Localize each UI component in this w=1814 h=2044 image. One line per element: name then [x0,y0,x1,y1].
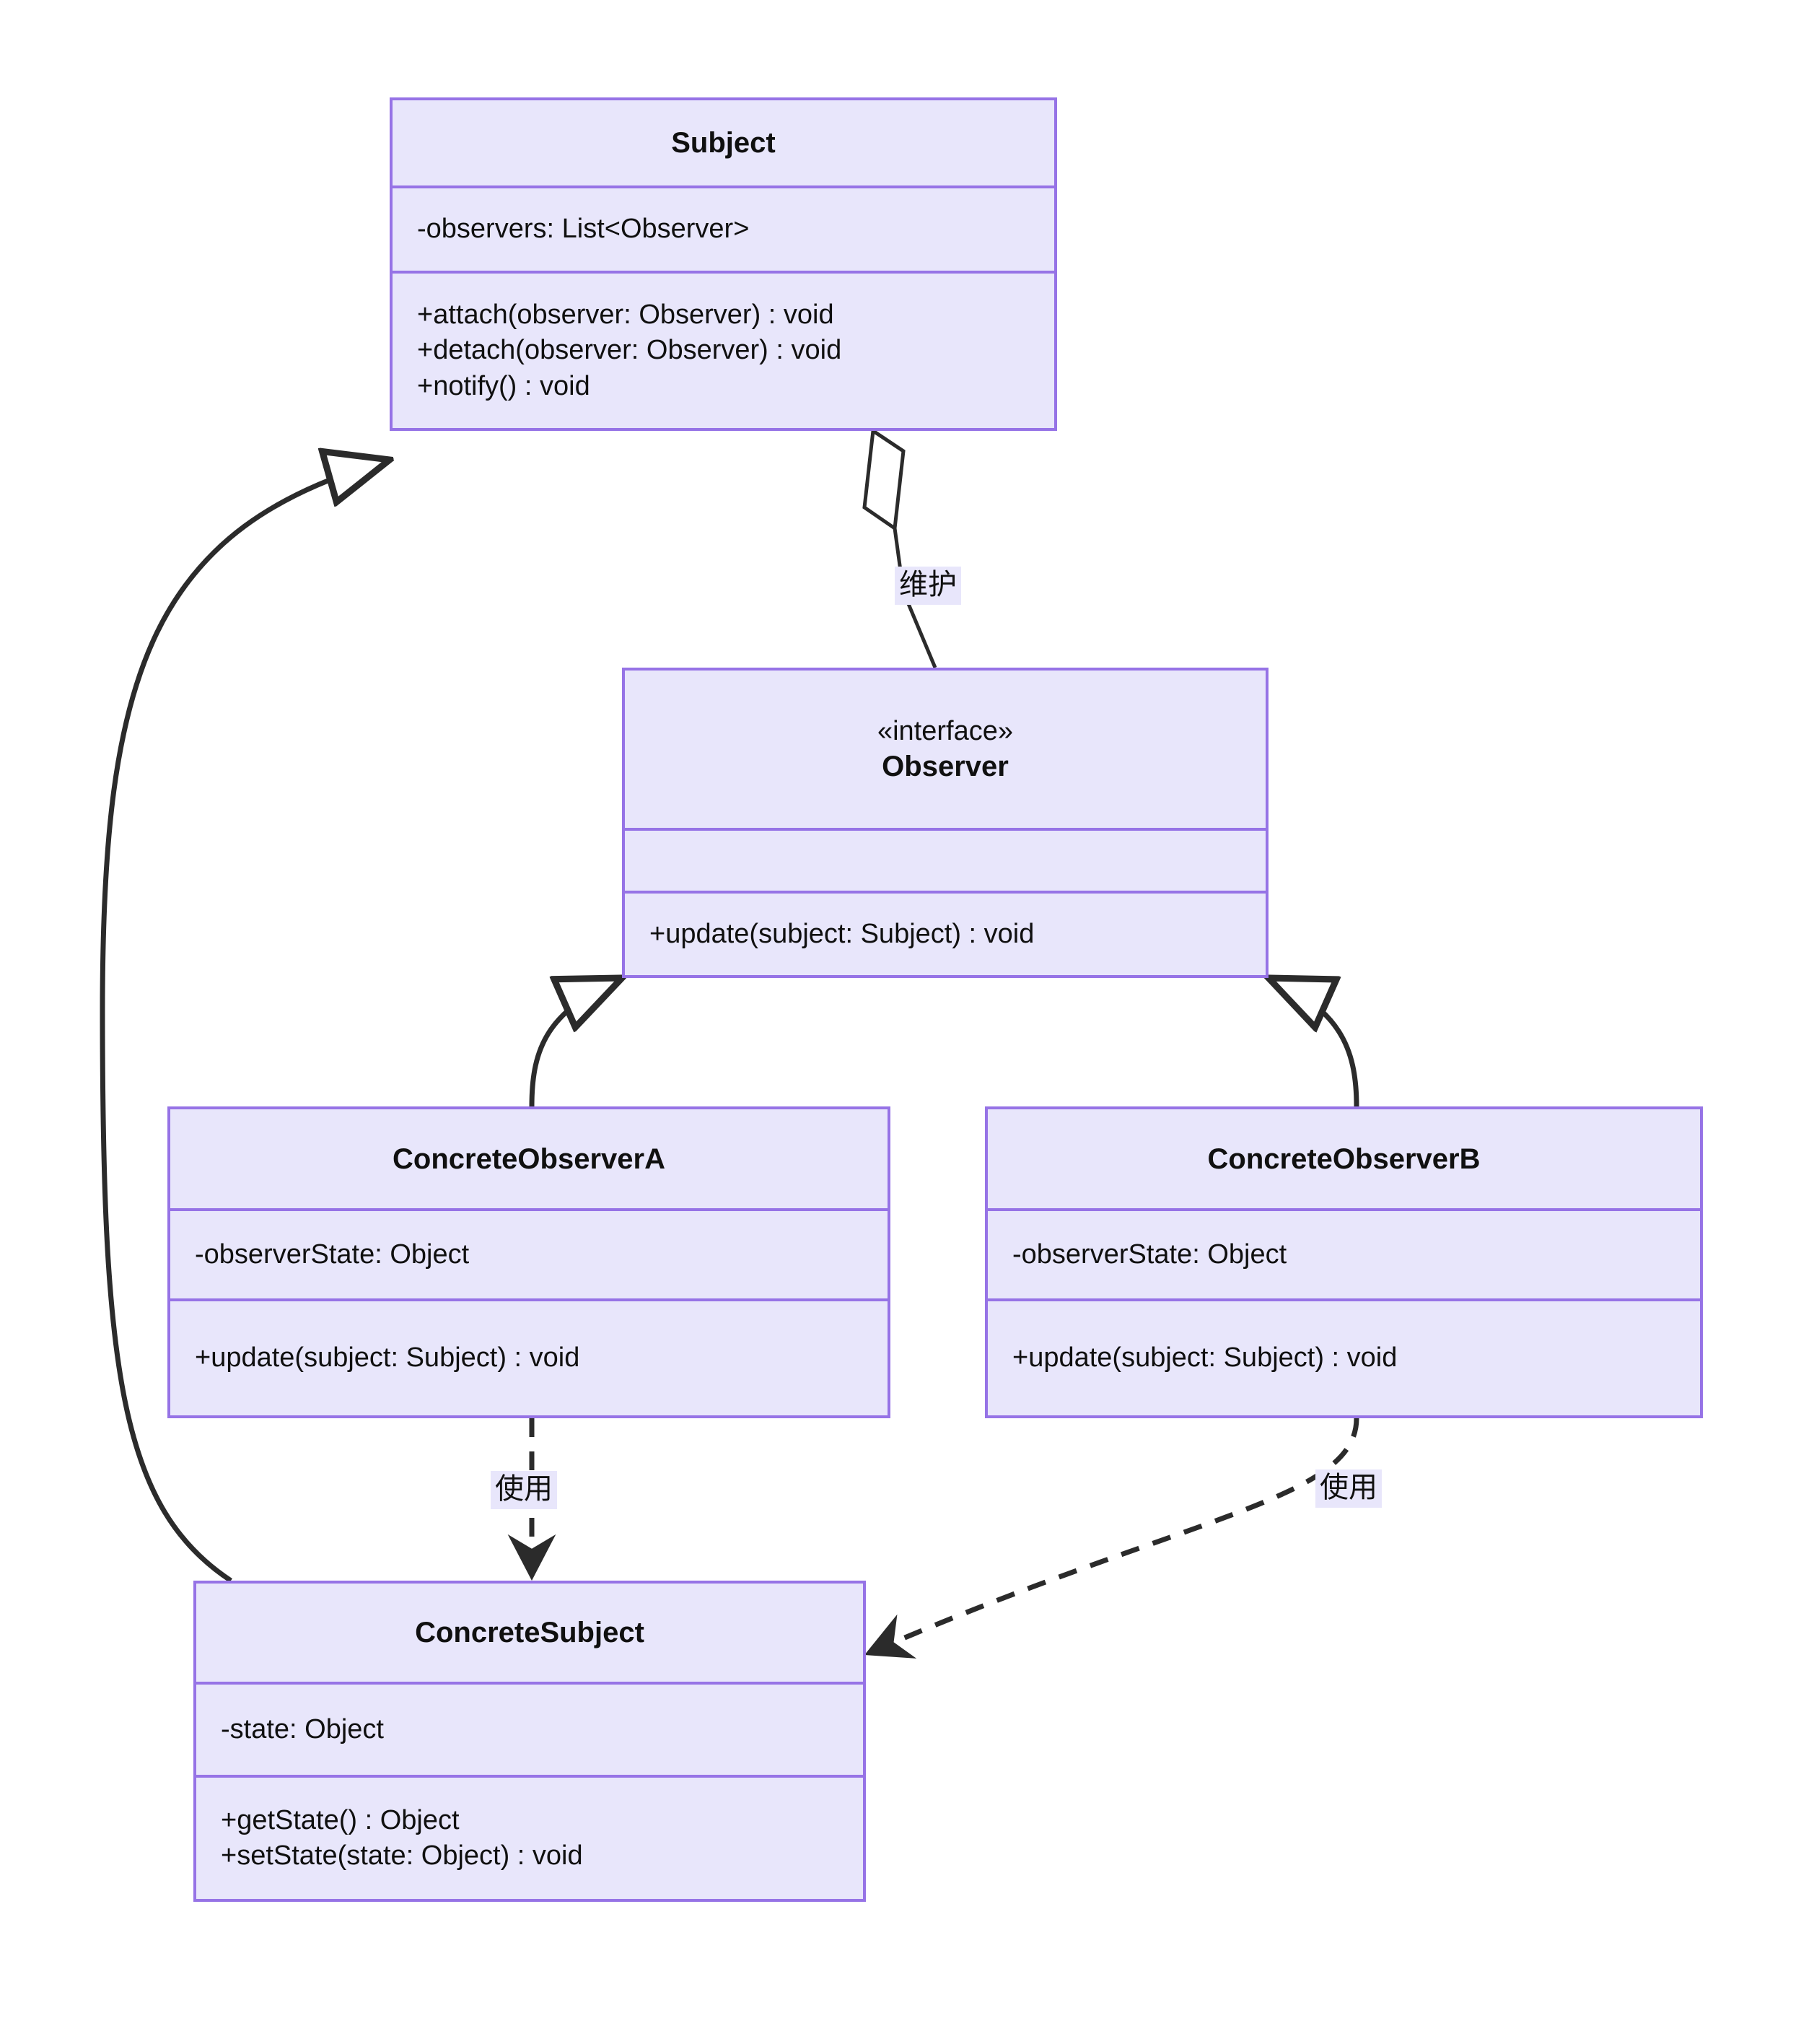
class-stereotype-observer: «interface» [877,715,1013,746]
class-operations-concrete-observer-b: +update(subject: Subject) : void [988,1298,1700,1415]
class-box-observer[interactable]: «interface» Observer +update(subject: Su… [622,668,1269,978]
operation-row: +update(subject: Subject) : void [649,918,1035,949]
attribute-row: -observers: List<Observer> [417,214,750,245]
class-header-observer: «interface» Observer [625,671,1266,828]
edge-label-uses-a: 使用 [491,1471,557,1509]
class-box-concrete-subject[interactable]: ConcreteSubject -state: Object +getState… [193,1581,866,1902]
class-attributes-concrete-observer-a: -observerState: Object [170,1208,888,1298]
operation-row: +notify() : void [417,370,590,401]
operation-row: +detach(observer: Observer) : void [417,335,842,366]
class-attributes-concrete-subject: -state: Object [196,1682,863,1775]
class-operations-concrete-subject: +getState() : Object +setState(state: Ob… [196,1775,863,1899]
class-box-concrete-observer-a[interactable]: ConcreteObserverA -observerState: Object… [167,1106,890,1418]
edge-concrete-observer-b-uses-concrete-subject [863,1418,1359,1659]
class-header-concrete-subject: ConcreteSubject [196,1584,863,1682]
attribute-row: -observerState: Object [1012,1239,1287,1270]
operation-row: +update(subject: Subject) : void [1012,1342,1398,1373]
class-header-concrete-observer-b: ConcreteObserverB [988,1109,1700,1208]
hollow-diamond-aggregation-icon [862,427,906,532]
class-attributes-concrete-observer-b: -observerState: Object [988,1208,1700,1298]
operation-row: +setState(state: Object) : void [221,1840,583,1871]
class-box-subject[interactable]: Subject -observers: List<Observer> +atta… [390,97,1057,431]
class-box-concrete-observer-b[interactable]: ConcreteObserverB -observerState: Object… [985,1106,1703,1418]
edge-label-maintain: 维护 [895,567,961,605]
attribute-row: -observerState: Object [195,1239,470,1270]
class-header-subject: Subject [393,100,1054,185]
edge-label-uses-b: 使用 [1315,1469,1382,1508]
class-attributes-subject: -observers: List<Observer> [393,185,1054,271]
operation-row: +update(subject: Subject) : void [195,1342,580,1373]
class-title-observer: Observer [882,751,1009,783]
attribute-row: -state: Object [221,1713,384,1744]
operation-row: +attach(observer: Observer) : void [417,299,834,330]
class-attributes-observer [625,828,1266,891]
operation-row: +getState() : Object [221,1804,460,1835]
class-title-concrete-subject: ConcreteSubject [415,1617,644,1648]
edge-concrete-observer-b-realizes-observer [1269,978,1359,1107]
class-operations-concrete-observer-a: +update(subject: Subject) : void [170,1298,888,1415]
class-title-concrete-observer-a: ConcreteObserverA [393,1143,665,1175]
edge-concrete-observer-a-realizes-observer [529,978,622,1107]
class-operations-subject: +attach(observer: Observer) : void +deta… [393,271,1054,428]
class-title-subject: Subject [671,127,776,159]
class-operations-observer: +update(subject: Subject) : void [625,891,1266,975]
class-title-concrete-observer-b: ConcreteObserverB [1207,1143,1481,1175]
edge-subject-aggregates-observer [862,427,937,668]
class-header-concrete-observer-a: ConcreteObserverA [170,1109,888,1208]
